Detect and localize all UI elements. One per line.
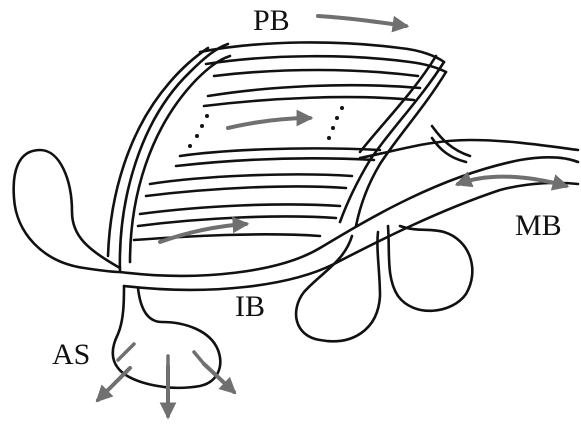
label-pb: PB bbox=[253, 6, 290, 36]
as-arrow-left bbox=[98, 368, 130, 400]
cisterna-5 bbox=[134, 234, 320, 240]
cisterna-2b bbox=[176, 158, 374, 166]
vesicle-dots bbox=[188, 106, 344, 148]
cisterna-4 bbox=[140, 204, 340, 214]
cisterna-1 bbox=[208, 85, 420, 96]
cisterna-1b bbox=[204, 97, 414, 106]
pb-top-band-3 bbox=[214, 70, 418, 76]
pb-direction-arrow bbox=[318, 16, 406, 26]
cisterna-2 bbox=[180, 148, 380, 156]
cisterna-arrow bbox=[228, 118, 310, 128]
as-arrow-up-right bbox=[194, 352, 204, 364]
cisterna-3b bbox=[146, 186, 346, 196]
pb-left-flank-2 bbox=[130, 56, 230, 262]
mb-bidirectional-arrow bbox=[458, 177, 566, 186]
lower-cisterna-arrow bbox=[160, 224, 246, 242]
right-lobe-2 bbox=[388, 226, 472, 311]
label-mb: MB bbox=[515, 211, 562, 241]
left-lobe bbox=[14, 150, 120, 272]
as-arrow-up-left bbox=[118, 344, 134, 360]
label-as: AS bbox=[52, 340, 90, 370]
cisterna-3 bbox=[150, 174, 352, 184]
label-ib: IB bbox=[235, 292, 265, 322]
